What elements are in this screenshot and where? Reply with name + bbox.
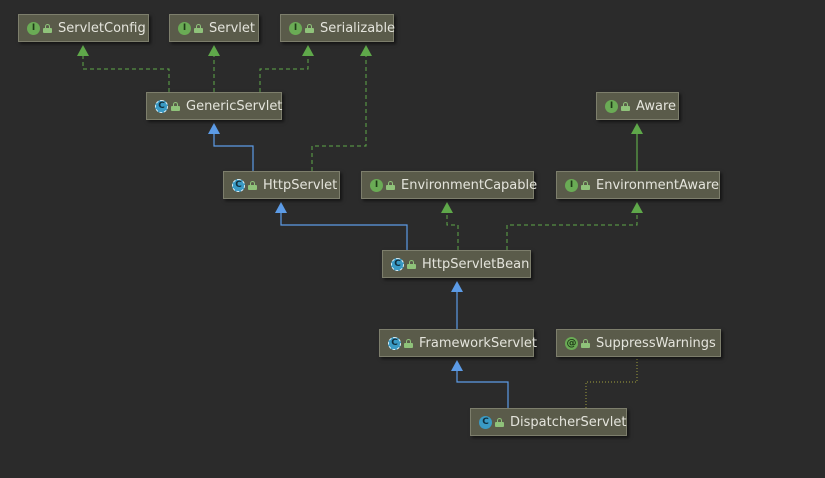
node-dispatcherservlet[interactable]: C DispatcherServlet [470,408,627,436]
node-environmentaware[interactable]: I EnvironmentAware [556,171,720,199]
node-aware[interactable]: I Aware [596,92,679,120]
node-label: EnvironmentCapable [401,177,538,193]
lock-icon [305,23,314,33]
arrowhead-genericservlet [208,123,220,134]
node-httpservletbean[interactable]: C HttpServletBean [382,250,531,278]
arrowhead-environmentaware [631,202,643,213]
node-label: GenericServlet [186,98,283,114]
edge-dispatcherservlet-suppresswarnings [585,358,638,408]
edge-httpservletbean-httpservlet [280,213,408,250]
lock-icon [581,180,590,190]
node-label: HttpServletBean [422,256,530,272]
edge-httpservletbean-environmentcapable [446,213,459,250]
edge-dispatcherservlet-frameworkservlet [456,371,509,408]
lock-icon [171,101,180,111]
edge-httpservletbean-environmentaware [506,213,638,250]
edge-httpservlet-serializable [311,56,367,171]
node-label: Serializable [320,20,396,36]
lock-icon [404,338,413,348]
node-serializable[interactable]: I Serializable [280,14,396,42]
annotation-icon: @ [565,336,578,350]
lock-icon [407,259,416,269]
interface-icon: I [565,178,578,192]
arrowhead-serializable-left [302,45,314,56]
node-label: DispatcherServlet [510,414,627,430]
abstract-class-icon: C [391,257,404,271]
node-frameworkservlet[interactable]: C FrameworkServlet [379,329,537,357]
lock-icon [386,180,395,190]
interface-icon: I [289,21,302,35]
node-label: ServletConfig [58,20,146,36]
node-label: HttpServlet [263,177,338,193]
arrowhead-servletconfig [77,45,89,56]
arrowhead-servlet [208,45,220,56]
node-httpservlet[interactable]: C HttpServlet [223,171,340,199]
node-label: EnvironmentAware [596,177,720,193]
node-environmentcapable[interactable]: I EnvironmentCapable [361,171,538,199]
node-genericservlet[interactable]: C GenericServlet [146,92,282,120]
node-label: SuppressWarnings [596,335,716,351]
abstract-class-icon: C [232,178,245,192]
class-icon: C [479,415,492,429]
node-suppresswarnings[interactable]: @ SuppressWarnings [556,329,721,357]
node-label: FrameworkServlet [419,335,537,351]
interface-icon: I [605,99,618,113]
abstract-class-icon: C [388,336,401,350]
node-label: Servlet [209,20,255,36]
edge-genericservlet-servletconfig [82,56,170,92]
lock-icon [194,23,203,33]
lock-icon [495,417,504,427]
lock-icon [581,338,590,348]
edge-genericservlet-serializable [259,56,309,92]
abstract-class-icon: C [155,99,168,113]
node-servlet[interactable]: I Servlet [169,14,259,42]
lock-icon [43,23,52,33]
node-label: Aware [636,98,677,114]
arrowhead-serializable-right [360,45,372,56]
arrowhead-httpservlet [275,202,287,213]
arrowhead-httpservletbean [451,281,463,292]
interface-icon: I [370,178,383,192]
node-servletconfig[interactable]: I ServletConfig [18,14,149,42]
lock-icon [621,101,630,111]
interface-icon: I [178,21,191,35]
lock-icon [248,180,257,190]
arrowhead-aware [631,123,643,134]
interface-icon: I [27,21,40,35]
arrowhead-frameworkservlet [451,360,463,371]
arrowhead-environmentcapable [441,202,453,213]
edge-httpservlet-genericservlet [213,134,254,171]
